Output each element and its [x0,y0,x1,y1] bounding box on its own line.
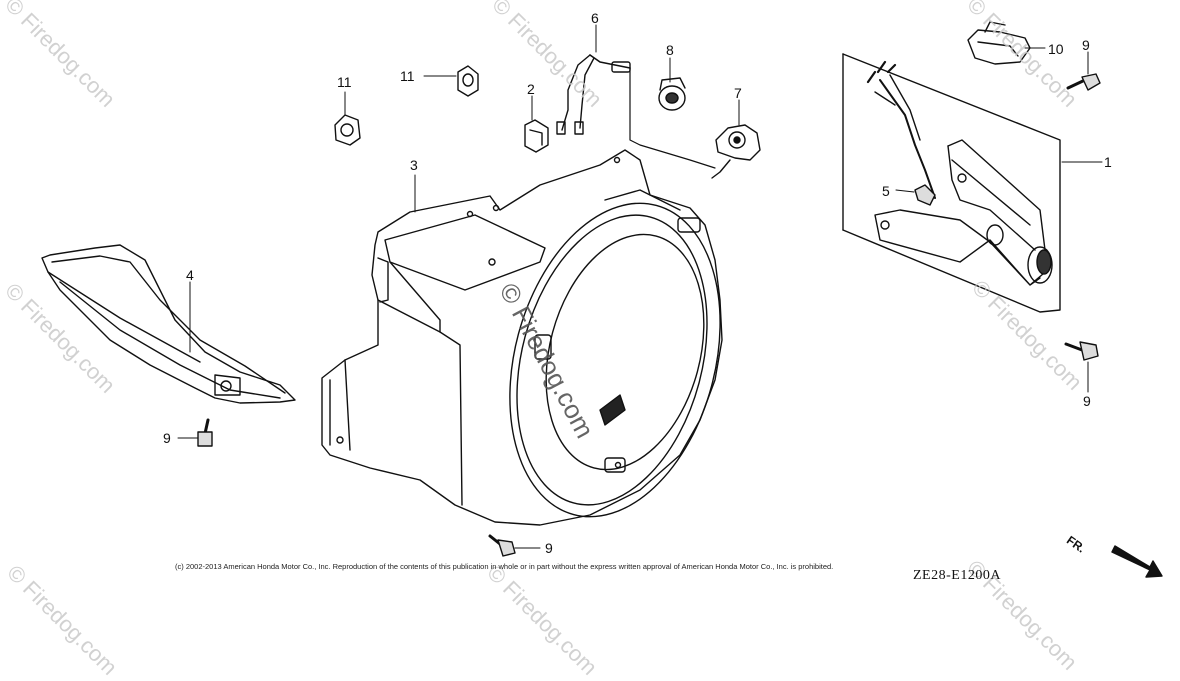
switch-part [711,124,761,179]
callout-9: 9 [545,540,553,556]
callout-11: 11 [337,74,352,90]
callout-9: 9 [1082,37,1090,53]
leader-lines [177,24,1103,549]
callout-7: 7 [734,85,742,101]
callout-5: 5 [882,183,890,199]
guide-plate-part [41,244,296,404]
control-bracket-part [842,53,1061,313]
clamp-part [524,119,549,153]
wire-part [556,54,716,169]
direction-arrow-icon [1111,545,1163,578]
callout-9: 9 [1083,393,1091,409]
callout-4: 4 [186,267,194,283]
callout-9: 9 [163,430,171,446]
callout-6: 6 [591,10,599,26]
callout-11: 11 [400,68,415,84]
callout-1: 1 [1104,154,1112,170]
bolt-part [197,73,1101,557]
copyright-notice: (c) 2002-2013 American Honda Motor Co., … [175,562,834,571]
diagram-drawing [41,21,1163,578]
callout-10: 10 [1048,41,1064,57]
callout-2: 2 [527,81,535,97]
fan-cover-part [321,149,723,526]
holder-part [967,21,1031,65]
grommet-part [658,77,686,111]
callout-8: 8 [666,42,674,58]
callout-3: 3 [410,157,418,173]
diagram-code: ZE28-E1200A [913,568,1001,583]
